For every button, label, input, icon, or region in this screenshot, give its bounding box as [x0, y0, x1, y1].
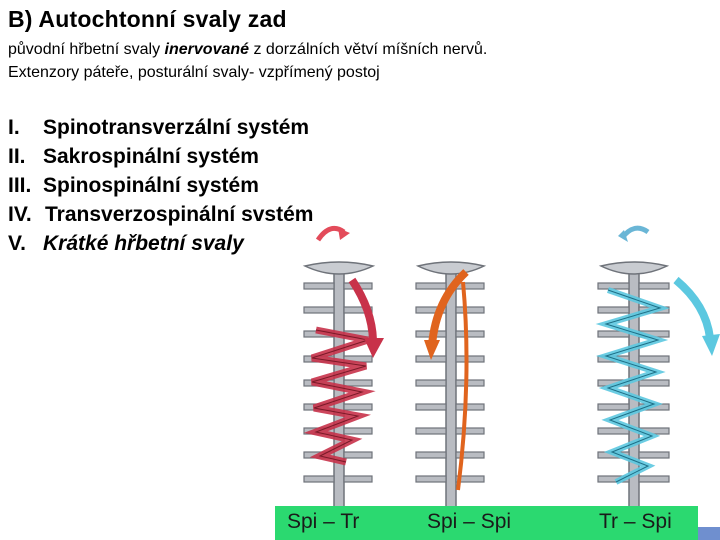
intro-text-a: původní hřbetní svaly — [8, 41, 165, 58]
caption-bar — [275, 506, 698, 540]
caption-spi-spi: Spi – Spi — [427, 510, 512, 533]
item-number: IV. — [8, 203, 32, 226]
list-item: III. Spinospinální systém — [8, 171, 313, 200]
item-label: Spinotransverzální systém — [43, 116, 310, 139]
list-item: II. Sakrospinální systém — [8, 142, 313, 171]
item-label: Krátké hřbetní svaly — [43, 232, 244, 255]
item-number: I. — [8, 116, 20, 139]
intro-text-b: z dorzálních větví míšních nervů. — [249, 41, 488, 58]
caption-spi-tr: Spi – Tr — [287, 510, 360, 533]
list-item: I. Spinotransverzální systém — [8, 113, 313, 142]
item-label: Sakrospinální systém — [43, 145, 259, 168]
list-item: IV. Transverzospinální svstém — [8, 200, 313, 229]
systems-list: I. Spinotransverzální systém II. Sakrospin… — [8, 113, 313, 258]
spine-illustration — [302, 225, 720, 514]
intro-line-2: Extenzory páteře, posturální svaly- vzpř… — [8, 64, 380, 81]
item-label: Spinospinální systém — [43, 174, 259, 197]
slide-title: B) Autochtonní svaly zad — [8, 6, 287, 32]
caption-tr-spi: Tr – Spi — [599, 510, 672, 533]
corner-tab — [698, 527, 720, 540]
spine-column-2 — [415, 261, 487, 514]
spine-column-3 — [595, 225, 720, 514]
intro-emphasis: inervované — [164, 41, 250, 58]
intro-line-1: původní hřbetní svaly inervované z dorzá… — [8, 41, 487, 59]
item-number: V. — [8, 232, 26, 255]
list-item: V. Krátké hřbetní svaly — [8, 229, 313, 258]
item-label: Transverzospinální svstém — [45, 203, 314, 226]
item-number: II. — [8, 145, 26, 168]
spine-column-1 — [302, 225, 384, 514]
item-number: III. — [8, 174, 32, 197]
